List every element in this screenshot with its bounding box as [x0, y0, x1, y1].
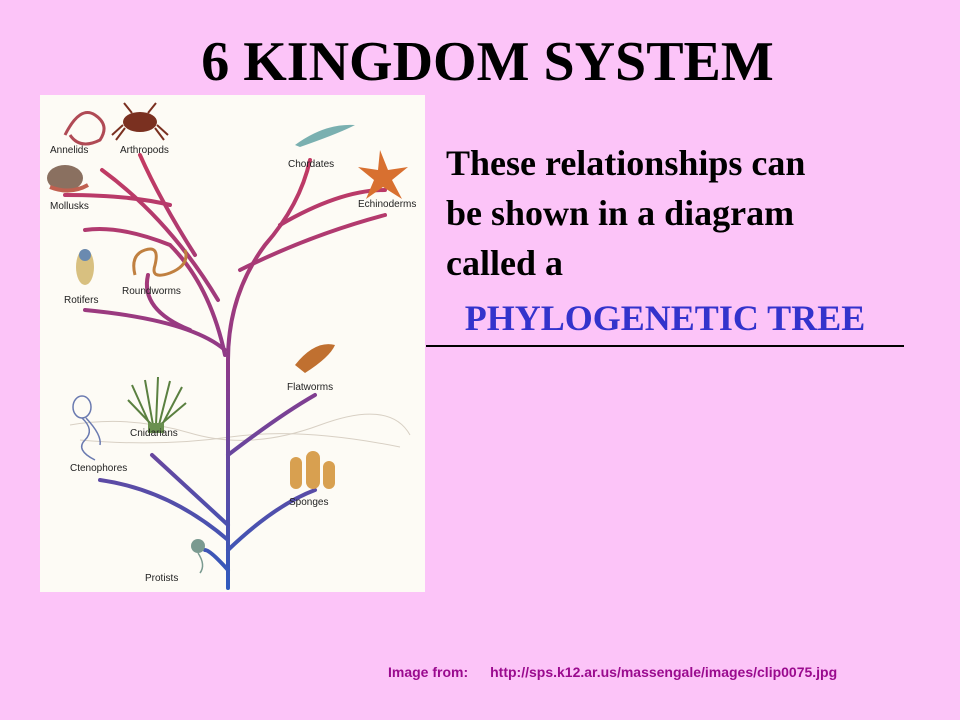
body-line: called a — [446, 243, 563, 283]
leaf-label-flatworms: Flatworms — [287, 382, 333, 393]
protists-icon — [191, 539, 205, 574]
branch-mollusks — [63, 193, 172, 207]
credit-url: http://sps.k12.ar.us/massengale/images/c… — [490, 664, 838, 680]
branch-sponges — [226, 488, 317, 552]
background-sketch — [69, 413, 411, 448]
tree-branches — [63, 153, 387, 590]
leaf-label-sponges: Sponges — [289, 497, 328, 508]
branch-rotifers — [83, 308, 227, 352]
body-text: These relationships can be shown in a di… — [446, 138, 916, 288]
branch-chordates — [238, 213, 387, 272]
cnidarians-icon — [127, 376, 187, 433]
answer-underline — [426, 345, 904, 347]
image-credit: Image from: http://sps.k12.ar.us/massenga… — [388, 664, 837, 680]
branch-flatworms — [226, 393, 317, 457]
leaf-label-rotifers: Rotifers — [64, 295, 98, 306]
credit-label: Image from: — [388, 664, 469, 680]
branch-cnidarians — [150, 453, 230, 527]
annelids-icon — [63, 111, 106, 146]
ctenophores-icon — [72, 395, 101, 461]
leaf-label-chordates: Chordates — [288, 159, 334, 170]
leaf-label-echinoderms: Echinoderms — [358, 199, 416, 210]
leaf-label-roundworms: Roundworms — [122, 286, 181, 297]
slide-title: 6 KINGDOM SYSTEM — [201, 31, 774, 93]
leaf-label-cnidarians: Cnidarians — [130, 428, 178, 439]
phylogenetic-tree-illustration: Annelids Arthropods Mollusks Rotifers Ro… — [40, 95, 425, 592]
tree-diagram: Annelids Arthropods Mollusks Rotifers Ro… — [47, 102, 416, 590]
leaf-label-mollusks: Mollusks — [50, 201, 89, 212]
chordates-icon — [295, 124, 355, 147]
roundworms-icon — [132, 247, 188, 277]
branch-protists — [203, 548, 230, 572]
rotifers-icon — [76, 249, 94, 285]
leaf-label-arthropods: Arthropods — [120, 145, 169, 156]
flatworms-icon — [295, 344, 335, 373]
leaf-label-ctenophores: Ctenophores — [70, 463, 127, 474]
body-line: be shown in a diagram — [446, 193, 795, 233]
branch-annelids — [100, 168, 220, 302]
echinoderms-icon — [358, 150, 408, 199]
branch-roundworms — [144, 273, 192, 332]
leaf-label-annelids: Annelids — [50, 145, 88, 156]
arthropods-icon — [111, 102, 169, 141]
leaf-label-protists: Protists — [145, 573, 178, 584]
main-trunk — [226, 158, 312, 590]
mollusks-icon — [47, 165, 89, 193]
answer-text: PHYLOGENETIC TREE — [464, 298, 866, 338]
branch-roundworms-stem — [83, 227, 227, 357]
branch-ctenophores — [98, 478, 230, 542]
sponges-icon — [290, 451, 335, 489]
body-line: These relationships can — [446, 143, 806, 183]
